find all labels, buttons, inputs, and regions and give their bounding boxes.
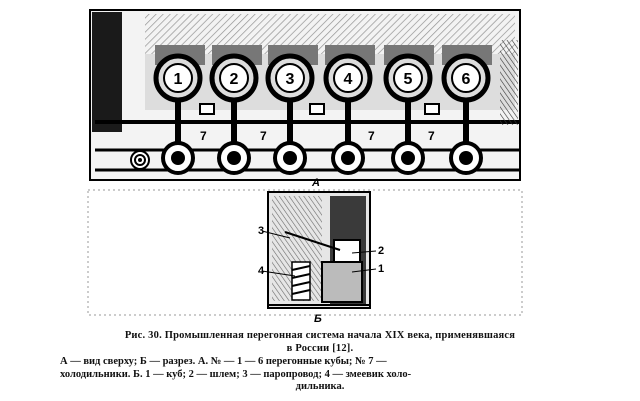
valve-box	[309, 103, 325, 115]
steam-pipe-shape	[284, 231, 341, 251]
caption-body-line-3: дильника.	[295, 381, 345, 392]
valve-box	[199, 103, 215, 115]
target-symbol-icon	[130, 150, 150, 170]
caption-title-line-2: в России [12].	[286, 342, 354, 354]
left-wall	[92, 12, 122, 132]
still-5: 5	[383, 45, 434, 175]
still-2: 2	[209, 45, 262, 175]
section-label-3: 3	[258, 225, 264, 237]
still-1-number: 1	[174, 71, 183, 88]
right-wall	[500, 40, 518, 125]
cooler-number: 7	[200, 129, 207, 143]
cooler-number: 7	[368, 129, 375, 143]
still-3: 3	[265, 45, 318, 175]
still-2-number: 2	[230, 71, 239, 88]
still-6-number: 6	[462, 71, 471, 88]
figure-caption: Рис. 30. Промышленная перегонная система…	[60, 330, 580, 394]
still-4: 4	[323, 45, 375, 175]
section-label-4: 4	[258, 265, 265, 277]
distillation-figure: 1 2 3	[87, 9, 523, 325]
still-6: 6	[441, 45, 492, 175]
still-4-number: 4	[344, 71, 353, 88]
still-1: 1	[153, 45, 205, 175]
still-5-number: 5	[404, 71, 413, 88]
view-b-dashed-frame	[87, 189, 523, 316]
section-label-2: 2	[378, 245, 384, 257]
valve-box	[424, 103, 440, 115]
still-3-number: 3	[286, 71, 295, 88]
caption-title-line-1: Рис. 30. Промышленная перегонная система…	[124, 330, 516, 341]
view-b-letter: Б	[314, 313, 322, 325]
view-a-letter: А	[311, 177, 320, 189]
view-a-top-view: 1 2 3	[89, 9, 521, 189]
cooler-number: 7	[260, 129, 267, 143]
caption-body-line-1: А — вид сверху; Б — разрез. А. № — 1 — 6…	[60, 356, 387, 367]
view-b-section: 3 4 2 1 Б	[258, 191, 384, 325]
still-body-shape	[321, 261, 363, 303]
section-label-1: 1	[378, 263, 384, 275]
caption-body: А — вид сверху; Б — разрез. А. № — 1 — 6…	[60, 356, 580, 394]
figure-drawing: 1 2 3	[87, 9, 523, 325]
cooler-number: 7	[428, 129, 435, 143]
caption-title: Рис. 30. Промышленная перегонная система…	[60, 330, 580, 355]
caption-body-line-2: холодильники. Б. 1 — куб; 2 — шлем; 3 — …	[60, 368, 412, 380]
